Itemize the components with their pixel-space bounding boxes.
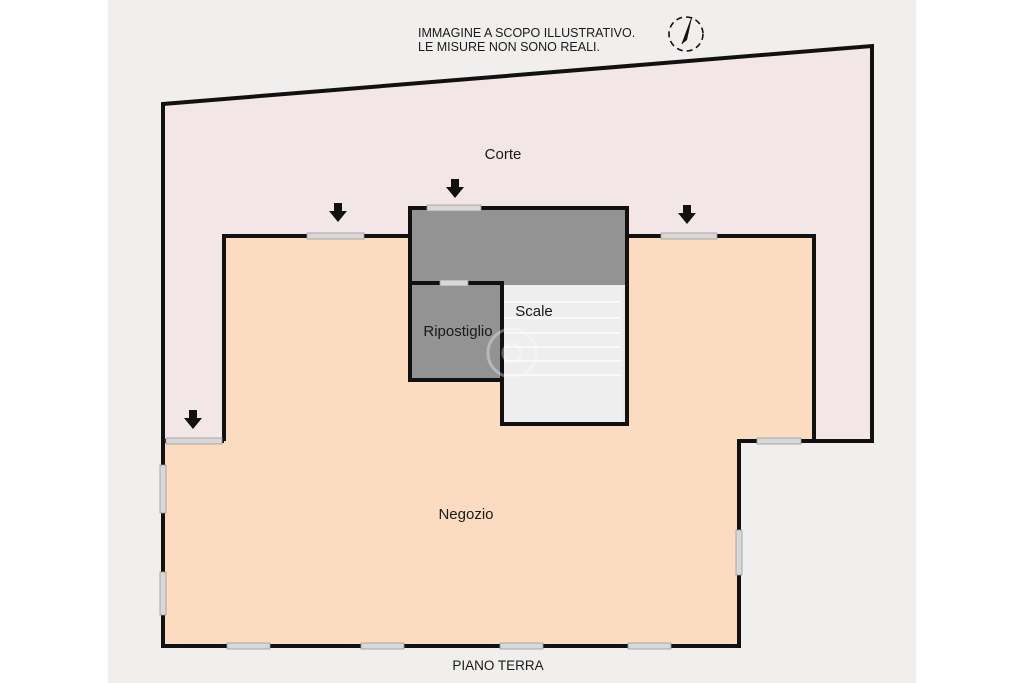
- stair-steps: [504, 301, 621, 376]
- courtyard-boundary: [161, 43, 874, 443]
- notice-line-2: LE MISURE NON SONO REALI.: [418, 40, 600, 54]
- watermark-logo: [486, 327, 538, 379]
- wall-openings: [159, 204, 802, 650]
- room-label-negozio: Negozio: [438, 506, 493, 523]
- storage-room: [410, 283, 502, 380]
- notice-line-1: IMMAGINE A SCOPO ILLUSTRATIVO.: [418, 26, 635, 40]
- floor-label: PIANO TERRA: [452, 658, 543, 673]
- utility-block: [410, 208, 627, 285]
- room-label-corte: Corte: [485, 146, 522, 163]
- entrance-arrow-icon: [446, 179, 464, 198]
- entrance-arrow-icon: [329, 203, 347, 222]
- entrance-arrow-icon: [678, 205, 696, 224]
- interior-walls: [408, 236, 629, 426]
- room-label-ripostiglio: Ripostiglio: [423, 323, 492, 340]
- shop-area: [163, 236, 814, 646]
- stairs-area: [502, 285, 623, 424]
- compass-icon: [668, 16, 704, 52]
- room-label-scale: Scale: [515, 303, 553, 320]
- entrance-arrow-icon: [184, 410, 202, 429]
